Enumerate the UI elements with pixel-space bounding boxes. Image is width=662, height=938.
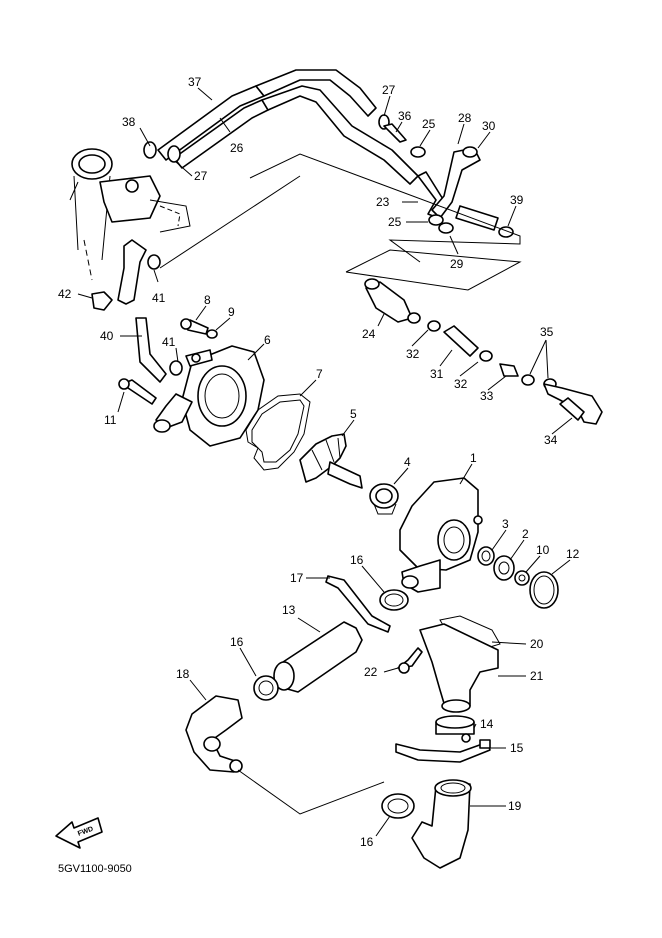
callout-30: 30 [482,119,496,133]
callout-15: 15 [510,741,524,755]
hose-40 [117,239,183,383]
filter-24 [364,278,421,324]
callout-7: 7 [316,367,323,381]
diagram-code: 5GV1100-9050 [58,863,132,875]
clamp-16-middle [253,675,279,701]
pump-housing-1 [399,477,483,593]
callout-32-right: 32 [454,377,468,391]
callout-38: 38 [122,115,136,129]
callout-5: 5 [350,407,357,421]
callout-24: 24 [362,327,376,341]
bracket-17 [325,575,391,633]
callout-4: 4 [404,455,411,469]
callout-25-lower: 25 [388,215,402,229]
callout-35: 35 [540,325,554,339]
gasket-7 [245,393,311,471]
bolts-8-9-11 [118,318,218,405]
hose-13 [273,621,363,693]
callout-34: 34 [544,433,558,447]
pipe-19 [411,779,472,869]
bearings-seals [477,546,559,609]
callout-40: 40 [100,329,114,343]
callout-8: 8 [204,293,211,307]
callout-21: 21 [530,669,544,683]
hose-34 [543,383,603,425]
seal-4 [369,483,399,515]
callout-37: 37 [188,75,202,89]
callout-11: 11 [104,413,117,427]
hose-23-28 [417,147,481,219]
callout-14: 14 [480,717,494,731]
callout-23: 23 [376,195,390,209]
callout-16-upper: 16 [350,553,364,567]
callout-39: 39 [510,193,524,207]
callout-41-upper: 41 [152,291,166,305]
pump-cover-6 [153,345,265,447]
upper-hose-26 [173,85,419,185]
callout-12: 12 [566,547,580,561]
callout-19: 19 [508,799,522,813]
callout-6: 6 [264,333,271,347]
callout-28: 28 [458,111,472,125]
callout-29: 29 [450,257,464,271]
callout-1: 1 [470,451,477,465]
bracket-42 [91,291,113,311]
callout-27-left: 27 [194,169,208,183]
callout-32-left: 32 [406,347,420,361]
callout-25-upper: 25 [422,117,436,131]
thermostat-housing-21 [419,623,499,713]
upper-hose-37 [157,69,377,161]
callout-26: 26 [230,141,244,155]
hose-39-joint [455,205,514,238]
impeller-5 [299,433,363,489]
leader-lines [77,87,573,837]
callout-27-right: 27 [382,83,396,97]
hose-18 [185,695,243,773]
callout-20: 20 [530,637,544,651]
hose-clamps-upper [143,114,478,234]
fwd-arrow-icon: FWD [55,817,103,849]
reference-lines-upper [159,153,522,291]
bolt-22 [397,647,423,674]
bracket-15 [395,739,491,763]
callout-31: 31 [430,367,444,381]
clamp-16-lower [381,793,415,819]
callout-18: 18 [176,667,190,681]
callout-22: 22 [364,665,378,679]
callout-13: 13 [282,603,296,617]
callout-16-lower: 16 [360,835,374,849]
clamp-14 [435,715,475,743]
callout-36: 36 [398,109,412,123]
callout-10: 10 [536,543,550,557]
callout-41-lower: 41 [162,335,176,349]
callout-16-middle: 16 [230,635,244,649]
reference-lines-lower [237,769,385,815]
callout-9: 9 [228,305,235,319]
callout-labels: 37 26 38 27 27 36 25 28 30 23 25 29 39 4… [58,75,580,849]
clamp-16-upper [379,589,409,611]
callout-17: 17 [290,571,304,585]
pipe-31-group [427,320,557,390]
engine-outline [69,148,191,281]
callout-3: 3 [502,517,509,531]
callout-2: 2 [522,527,529,541]
callout-42: 42 [58,287,72,301]
callout-33: 33 [480,389,494,403]
